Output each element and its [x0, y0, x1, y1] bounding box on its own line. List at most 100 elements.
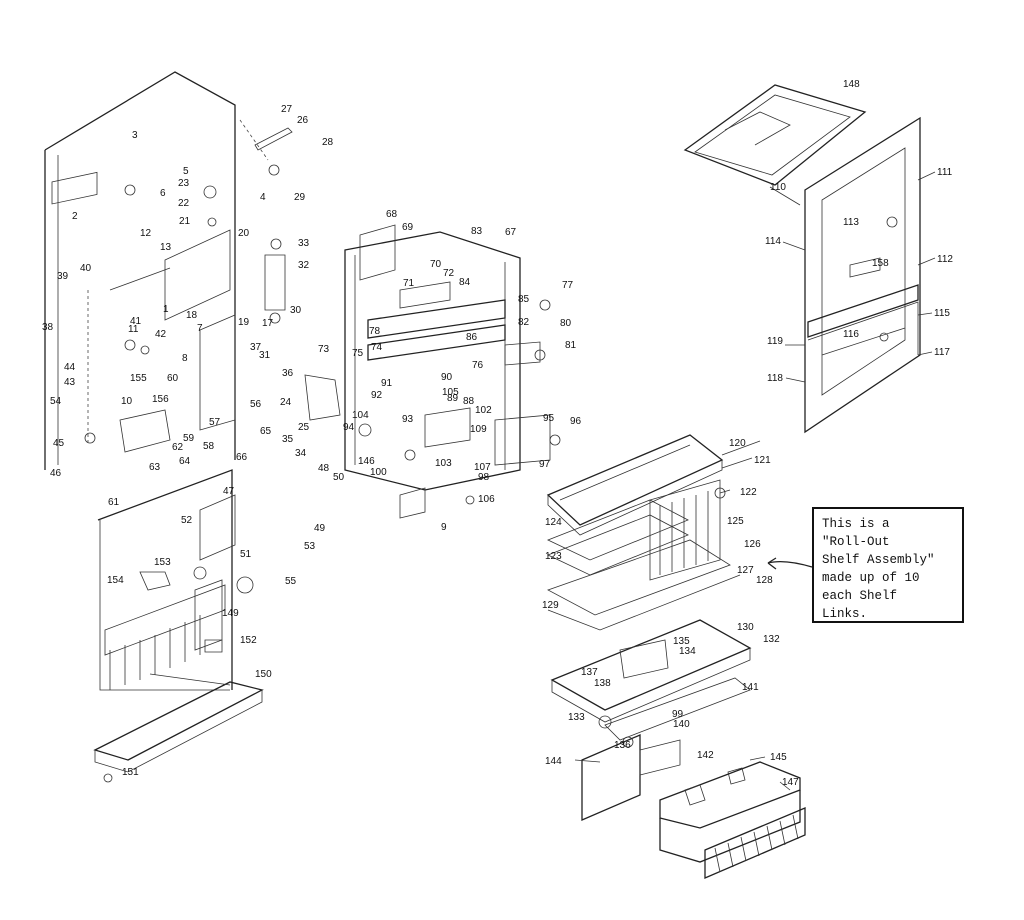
part-label: 45 [53, 438, 65, 449]
part-label: 40 [80, 263, 92, 274]
part-label: 91 [381, 378, 393, 389]
part-label: 52 [181, 515, 193, 526]
part-label: 113 [843, 217, 859, 228]
part-label: 76 [472, 360, 484, 371]
part-label: 62 [172, 442, 184, 453]
part-label: 25 [298, 422, 310, 433]
part-label: 44 [64, 362, 76, 373]
part-label: 17 [262, 318, 274, 329]
part-label: 55 [285, 576, 297, 587]
part-label: 20 [238, 228, 250, 239]
part-label: 12 [140, 228, 152, 239]
part-label: 31 [259, 350, 271, 361]
part-label: 49 [314, 523, 326, 534]
part-label: 123 [545, 551, 562, 562]
part-label: 39 [57, 271, 69, 282]
rollout-shelf-callout: This is a "Roll-Out Shelf Assembly" made… [812, 507, 964, 623]
callout-line: made up of 10 [822, 571, 920, 585]
part-label: 147 [782, 777, 799, 788]
part-label: 126 [744, 539, 761, 550]
shelf-frame [804, 116, 921, 434]
part-label: 27 [281, 104, 293, 115]
part-label: 115 [934, 308, 950, 319]
part-label: 2 [72, 211, 78, 222]
part-label: 112 [937, 254, 953, 265]
part-label: 150 [255, 669, 272, 680]
part-label: 153 [154, 557, 171, 568]
part-number-labels: 1 2 3 4 5 6 7 8 9 10 11 12 13 17 18 19 2… [42, 79, 953, 788]
part-label: 122 [740, 487, 757, 498]
part-label: 33 [298, 238, 310, 249]
part-label: 18 [186, 310, 198, 321]
part-label: 3 [132, 130, 138, 141]
part-label: 99 [672, 709, 684, 720]
part-label: 154 [107, 575, 124, 586]
part-label: 41 [130, 316, 142, 327]
callout-line: Shelf Assembly" [822, 553, 935, 567]
part-label: 63 [149, 462, 161, 473]
part-label: 38 [42, 322, 54, 333]
fastener-cluster-left [84, 119, 341, 653]
part-label: 142 [697, 750, 714, 761]
part-label: 120 [729, 438, 746, 449]
part-label: 75 [352, 348, 364, 359]
part-label: 93 [402, 414, 414, 425]
part-label: 34 [295, 448, 307, 459]
part-label: 82 [518, 317, 530, 328]
part-label: 32 [298, 260, 310, 271]
part-label: 88 [463, 396, 475, 407]
part-label: 23 [178, 178, 190, 189]
part-label: 125 [727, 516, 744, 527]
part-label: 89 [447, 393, 459, 404]
part-label: 22 [178, 198, 190, 209]
part-label: 127 [737, 565, 754, 576]
part-label: 105 [442, 387, 459, 398]
part-label: 85 [518, 294, 530, 305]
part-label: 24 [280, 397, 292, 408]
part-label: 8 [182, 353, 188, 364]
part-label: 80 [560, 318, 572, 329]
part-label: 106 [478, 494, 495, 505]
part-label: 121 [754, 455, 771, 466]
part-label: 94 [343, 422, 355, 433]
part-label: 36 [282, 368, 294, 379]
part-label: 98 [478, 472, 490, 483]
rollout-shelf [546, 434, 752, 748]
part-label: 103 [435, 458, 452, 469]
part-label: 70 [430, 259, 442, 270]
part-label: 151 [122, 767, 139, 778]
part-label: 130 [737, 622, 754, 633]
part-label: 74 [371, 342, 383, 353]
part-label: 152 [240, 635, 257, 646]
part-label: 26 [297, 115, 309, 126]
center-frame [344, 224, 561, 519]
part-label: 144 [545, 756, 562, 767]
part-label: 43 [64, 377, 76, 388]
part-label: 60 [167, 373, 179, 384]
part-label: 81 [565, 340, 577, 351]
part-label: 78 [369, 326, 381, 337]
part-label: 124 [545, 517, 562, 528]
part-label: 21 [179, 216, 191, 227]
part-label: 138 [594, 678, 611, 689]
part-label: 69 [402, 222, 414, 233]
part-label: 68 [386, 209, 398, 220]
part-label: 92 [371, 390, 383, 401]
part-label: 146 [358, 456, 375, 467]
part-label: 58 [203, 441, 215, 452]
drawer-grille [93, 579, 264, 783]
part-label: 119 [767, 336, 783, 347]
part-label: 59 [183, 433, 195, 444]
part-label: 140 [673, 719, 690, 730]
callout-arrow [767, 560, 813, 568]
part-label: 29 [294, 192, 306, 203]
part-label: 134 [679, 646, 696, 657]
callout-arrowhead [767, 557, 777, 570]
part-label: 111 [937, 167, 953, 178]
leader-lines [149, 171, 936, 791]
part-label: 19 [238, 317, 250, 328]
part-label: 28 [322, 137, 334, 148]
callout-line: Links. [822, 607, 868, 621]
part-label: 10 [121, 396, 133, 407]
